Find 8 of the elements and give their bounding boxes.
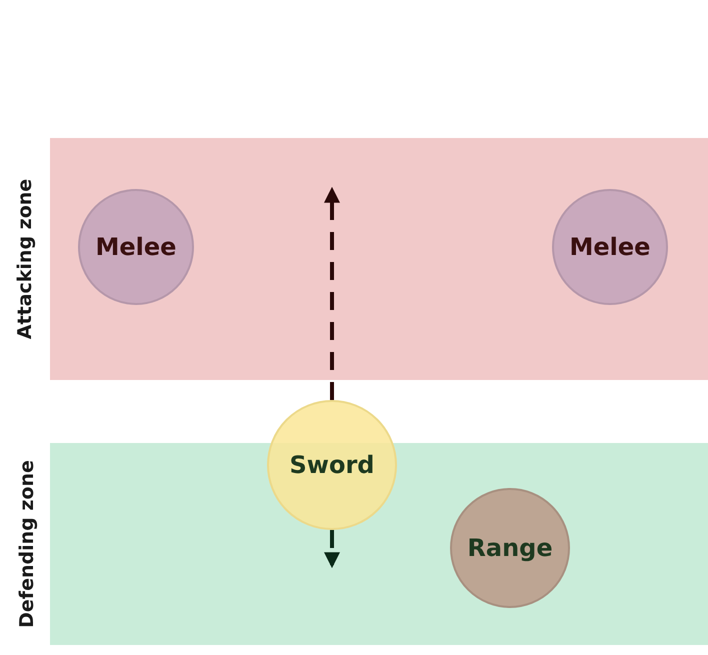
zone-label: Attacking zone xyxy=(14,178,36,342)
unit-label: Melee xyxy=(96,233,176,261)
unit-label: Sword xyxy=(290,451,374,479)
unit-label: Range xyxy=(467,534,553,562)
unit-label: Melee xyxy=(570,233,650,261)
dashed-arrow xyxy=(324,530,340,568)
zone-label: Defending zone xyxy=(16,459,38,630)
dashed-arrow xyxy=(324,186,340,400)
